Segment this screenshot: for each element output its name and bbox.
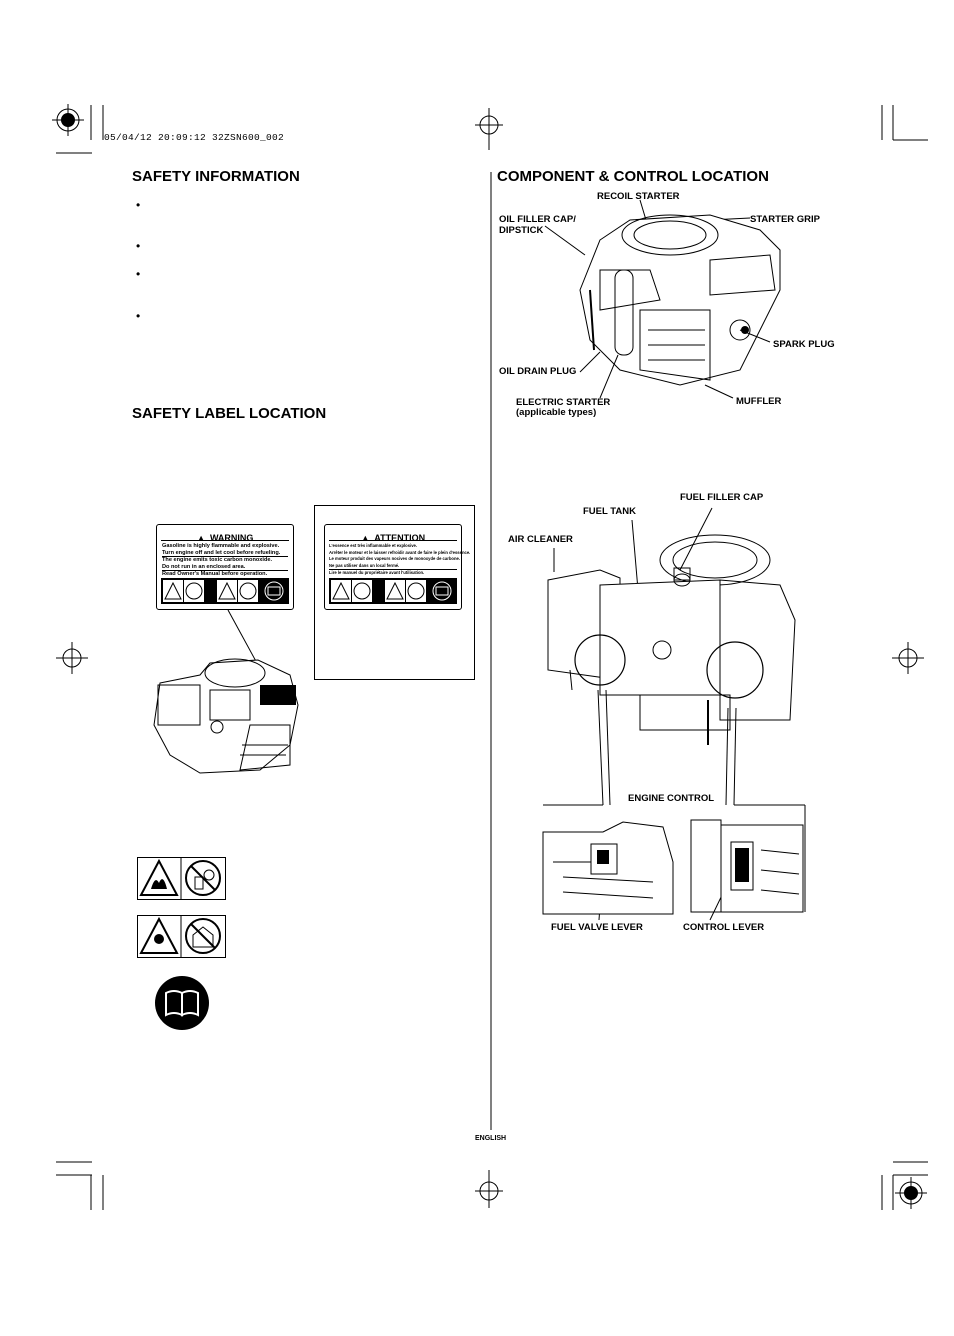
label-electric-starter: ELECTRIC STARTER [516,397,611,408]
label-starter-grip: STARTER GRIP [750,214,821,225]
label-muffler: MUFFLER [736,396,782,407]
safety-label-location-title: SAFETY LABEL LOCATION [132,405,327,422]
attention-line-4: Ne pas utiliser dans un local fermé. [329,563,457,570]
label-dipstick: DIPSTICK [499,225,544,236]
print-stamp: 05/04/12 20:09:12 32ZSN600_002 [104,132,285,143]
engine-top-illustration [579,199,781,386]
read-manual-icon [155,976,209,1030]
label-oil-filler-cap: OIL FILLER CAP/ [499,214,576,225]
attention-triangle-icon: ▲ [360,533,370,543]
label-fuel-tank: FUEL TANK [583,506,636,517]
label-spark-plug: SPARK PLUG [773,339,835,350]
attention-label: ▲ ATTENTION L'essence est très inflammab… [324,524,471,610]
label-fuel-valve-lever: FUEL VALVE LEVER [551,922,643,933]
toxic-gas-enclosed-pictogram [137,915,226,958]
warning-triangle-icon: ▲ [196,533,206,543]
label-engine-control: ENGINE CONTROL [628,793,715,804]
fire-no-refuel-pictogram [137,857,226,900]
warning-label-title: WARNING [209,533,254,543]
label-recoil-starter: RECOIL STARTER [597,191,680,202]
attention-label-title: ATTENTION [374,533,426,543]
warning-pictograms [161,578,289,604]
component-location-title: COMPONENT & CONTROL LOCATION [497,168,769,185]
label-air-cleaner: AIR CLEANER [508,534,573,545]
engine-label-illustration [153,609,299,774]
bullet-4: • [136,309,141,323]
warning-line-5: Read Owner's Manual before operation. [162,571,268,577]
attention-line-2: Arrêter le moteur et le laisser refroidi… [329,549,471,555]
safety-information-title: SAFETY INFORMATION [132,168,300,185]
warning-line-4: Do not run in an enclosed area. [162,564,288,571]
engine-bottom-illustration [547,507,796,745]
attention-line-5: Lire le manuel du propriétaire avant l'u… [329,570,425,575]
attention-line-3: Le moteur produit des vapeurs nocives de… [329,556,461,561]
control-lever-detail [690,819,804,913]
warning-line-3: The engine emits toxic carbon monoxide. [162,557,273,563]
label-applicable-types: (applicable types) [516,407,597,418]
warning-line-1: Gasoline is highly flammable and explosi… [162,543,280,549]
language-footer: ENGLISH [475,1135,507,1142]
attention-label-frame [314,505,475,680]
warning-label: ▲ WARNING Gasoline is highly flammable a… [156,524,294,610]
attention-pictograms [329,578,457,604]
label-fuel-filler-cap: FUEL FILLER CAP [680,492,764,503]
bullet-2: • [136,239,141,253]
attention-line-1: L'essence est très inflammable et explos… [329,543,418,548]
bullet-1: • [136,198,141,212]
fuel-valve-detail [542,821,674,915]
bullet-3: • [136,267,141,281]
label-oil-drain-plug: OIL DRAIN PLUG [499,366,577,377]
warning-line-2: Turn engine off and let cool before refu… [162,550,288,557]
label-control-lever: CONTROL LEVER [683,922,765,933]
